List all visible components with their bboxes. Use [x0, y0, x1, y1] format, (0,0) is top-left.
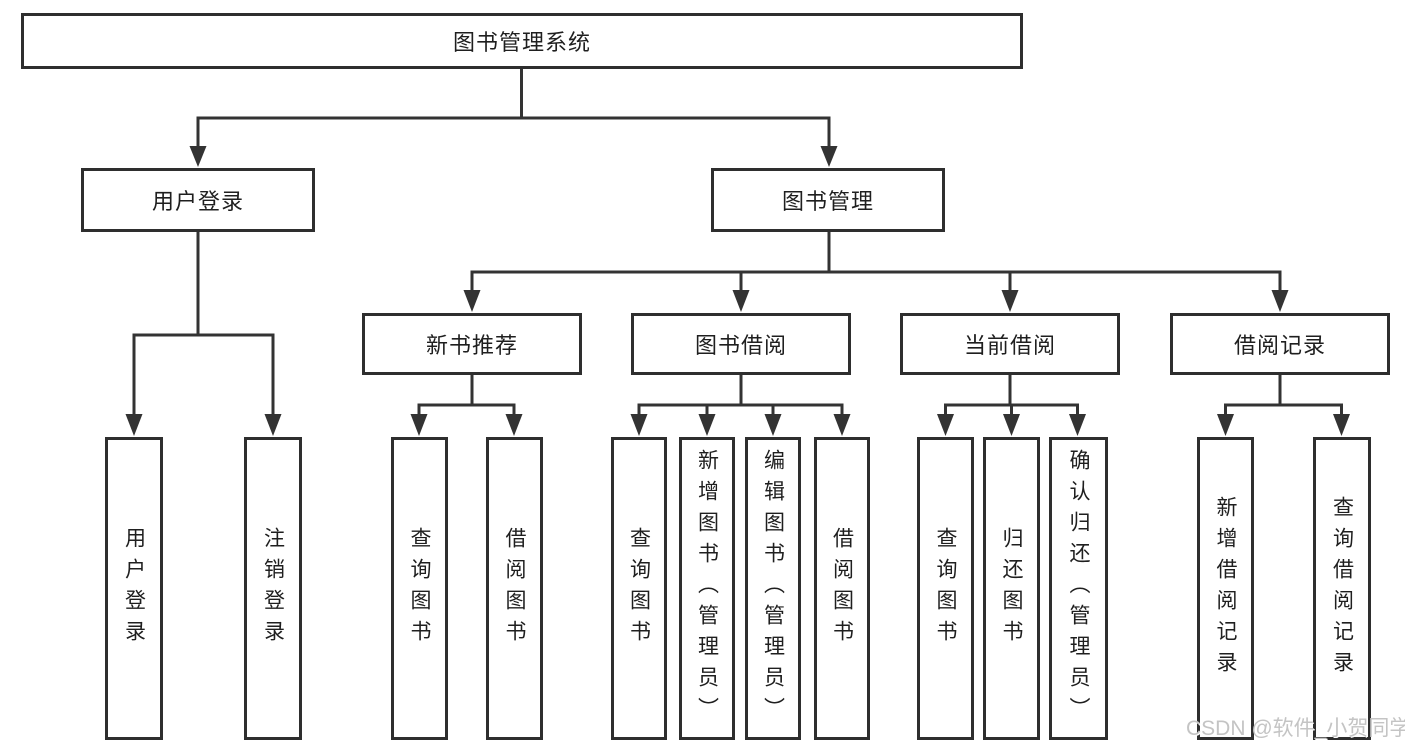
- arrowhead-icon: [732, 290, 750, 312]
- leaf-current-query: 查询图书: [917, 437, 974, 740]
- arrowhead-icon: [463, 290, 481, 312]
- node-current-borrow-label: 当前借阅: [963, 333, 1056, 358]
- node-user-login-label: 用户登录: [151, 189, 244, 214]
- node-new-book: 新书推荐: [362, 313, 582, 375]
- leaf-record-add: 新增借阅记录: [1197, 437, 1254, 740]
- connector-borrow-record-to-leaves: [1217, 374, 1350, 436]
- leaf-borrow-edit-admin: 编辑图书（管理员）: [745, 437, 801, 740]
- root-node: 图书管理系统: [21, 13, 1023, 69]
- csdn-watermark: CSDN @软件_小贺同学: [1186, 717, 1405, 740]
- arrowhead-icon: [1003, 414, 1020, 436]
- leaf-current-confirm-return-admin: 确认归还（管理员）: [1049, 437, 1108, 740]
- arrowhead-icon: [1217, 414, 1234, 436]
- root-node-label: 图书管理系统: [452, 30, 591, 55]
- node-book-borrow-label: 图书借阅: [694, 333, 787, 358]
- node-borrow-record: 借阅记录: [1170, 313, 1390, 375]
- arrowhead-icon: [937, 414, 954, 436]
- leaf-borrow-borrow: 借阅图书: [814, 437, 870, 740]
- node-user-login: 用户登录: [81, 168, 315, 232]
- leaf-current-return: 归还图书: [983, 437, 1040, 740]
- arrowhead-icon: [698, 414, 716, 436]
- arrowhead-icon: [764, 414, 782, 436]
- node-book-mgmt: 图书管理: [711, 168, 945, 232]
- arrowhead-icon: [410, 414, 428, 436]
- arrowhead-icon: [820, 146, 838, 167]
- connector-new-book-to-leaves: [410, 374, 523, 436]
- node-new-book-label: 新书推荐: [425, 333, 518, 358]
- leaf-logout: 注销登录: [244, 437, 302, 740]
- arrowhead-icon: [264, 414, 282, 436]
- node-book-mgmt-label: 图书管理: [781, 189, 874, 214]
- arrowhead-icon: [630, 414, 648, 436]
- leaf-borrow-add-admin: 新增图书（管理员）: [679, 437, 735, 740]
- arrowhead-icon: [1271, 290, 1289, 312]
- arrowhead-icon: [125, 414, 143, 436]
- connector-current-borrow-to-leaves: [937, 374, 1086, 436]
- arrowhead-icon: [189, 146, 207, 167]
- connector-user-login-to-leaves: [125, 231, 282, 436]
- leaf-user-login: 用户登录: [105, 437, 163, 740]
- arrowhead-icon: [1069, 414, 1086, 436]
- arrowhead-icon: [1001, 290, 1019, 312]
- arrowhead-icon: [833, 414, 851, 436]
- leaf-new-book-borrow: 借阅图书: [486, 437, 543, 740]
- arrowhead-icon: [1333, 414, 1350, 436]
- connector-book-mgmt-to-level3: [463, 231, 1289, 312]
- leaf-borrow-query: 查询图书: [611, 437, 667, 740]
- node-borrow-record-label: 借阅记录: [1233, 333, 1326, 358]
- node-book-borrow: 图书借阅: [631, 313, 851, 375]
- arrowhead-icon: [505, 414, 523, 436]
- leaf-new-book-query: 查询图书: [391, 437, 448, 740]
- leaf-record-query: 查询借阅记录: [1313, 437, 1371, 740]
- connector-root-to-level2: [189, 68, 838, 167]
- node-current-borrow: 当前借阅: [900, 313, 1120, 375]
- connector-book-borrow-to-leaves: [630, 374, 851, 436]
